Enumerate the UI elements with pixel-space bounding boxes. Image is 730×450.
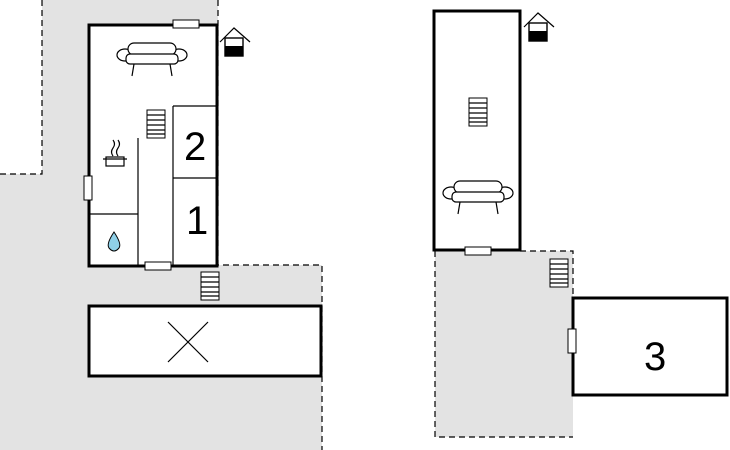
sofa-icon [442,180,514,215]
right-building [432,9,522,256]
door [144,261,172,271]
room-2-label: 2 [184,125,206,169]
stairs-icon [200,271,220,301]
door [567,328,577,354]
stairs-icon [549,258,569,288]
door [172,19,200,29]
cross-icon [167,321,209,363]
house-icon [219,27,251,57]
room-3-label: 3 [644,335,666,379]
door [83,175,93,201]
door [464,246,492,256]
house-icon [523,12,555,42]
stairs-icon [468,97,488,127]
stairs-icon [146,109,166,139]
cooking-pot-icon [103,139,127,167]
room-1-label: 1 [186,199,208,243]
water-drop-icon [107,231,121,252]
left-building [83,19,219,271]
lower-building [87,304,323,378]
building-3 [567,296,729,397]
sofa-icon [116,42,188,77]
